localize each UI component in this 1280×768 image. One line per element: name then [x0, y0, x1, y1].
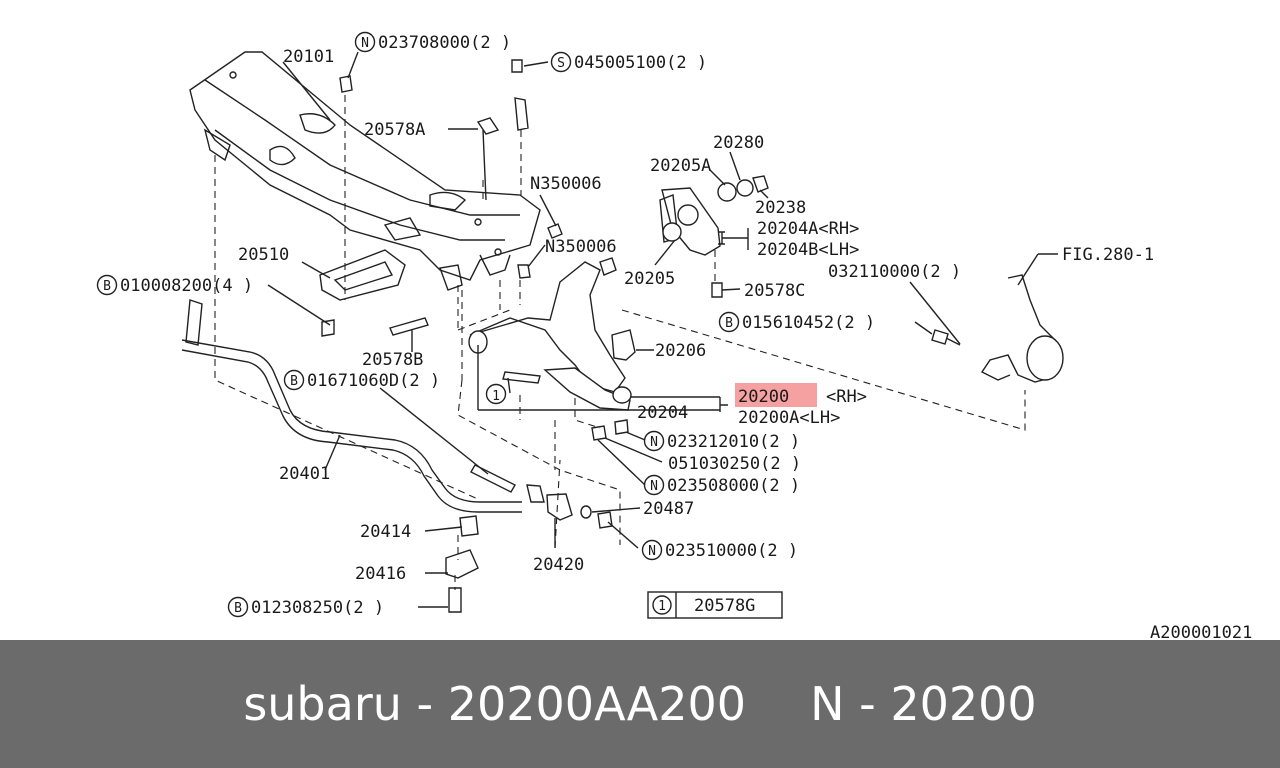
label-20510: 20510: [238, 245, 289, 265]
lower-arm-20200: [468, 257, 632, 411]
diagram-code: A200001021: [1150, 623, 1252, 640]
badge-letter: N: [650, 479, 658, 494]
stabilizer-20401: [181, 299, 522, 513]
badge-n-023212010: [643, 430, 665, 452]
label-012308250: 012308250(2 ): [251, 598, 384, 618]
label-20238: 20238: [755, 198, 806, 218]
label-20206: 20206: [655, 341, 706, 361]
badge-letter: N: [648, 544, 656, 559]
badge-letter: N: [361, 36, 369, 51]
label-N350006-1: N350006: [530, 174, 602, 194]
label-20200-rh: <RH>: [826, 387, 867, 407]
label-20487: 20487: [643, 499, 694, 519]
highlight-20200: [735, 383, 817, 407]
parts-diagram: N S B B B N N N B 1 20101 023708000(2 ) …: [96, 31, 1252, 640]
label-20578A: 20578A: [364, 120, 425, 140]
legend-box: [647, 591, 783, 619]
label-023708000: 023708000(2 ): [378, 33, 511, 53]
label-20101: 20101: [283, 47, 334, 67]
badge-n-023510000: [641, 539, 663, 561]
badge-letter: B: [290, 374, 298, 389]
crossmember-20101: [189, 51, 541, 291]
label-010008200: 010008200(4 ): [120, 276, 253, 296]
label-20200: 20200: [738, 387, 789, 407]
footer-bar: subaru - 20200AA200 N - 20200: [0, 640, 1280, 768]
dashed-leaders: [214, 95, 1026, 590]
badge-n-023508000: [643, 474, 665, 496]
legend-num: 1: [658, 599, 666, 614]
badges: [96, 31, 740, 618]
label-015610452: 015610452(2 ): [742, 313, 875, 333]
label-20204A: 20204A<RH>: [757, 219, 859, 239]
label-20414: 20414: [360, 522, 411, 542]
badge-letters: N S B B B N N N B 1: [103, 36, 733, 616]
badge-letter: B: [725, 316, 733, 331]
label-20200A: 20200A<LH>: [738, 408, 840, 428]
callout-1-circle: [485, 383, 507, 405]
label-fig280: FIG.280-1: [1062, 245, 1154, 265]
label-023212010: 023212010(2 ): [667, 432, 800, 452]
badge-n-023708000: [354, 31, 376, 53]
badge-b-01671060D: [283, 369, 305, 391]
label-20578B: 20578B: [362, 350, 423, 370]
knuckle-fig280: [931, 274, 1064, 383]
badge-letter: N: [650, 435, 658, 450]
label-01671060D: 01671060D(2 ): [307, 371, 440, 391]
label-20280: 20280: [713, 133, 764, 153]
label-20401: 20401: [279, 464, 330, 484]
label-N350006-2: N350006: [545, 237, 617, 257]
badge-b-015610452: [718, 311, 740, 333]
badge-letter: S: [557, 56, 565, 71]
footer-part-number: subaru - 20200AA200: [243, 677, 747, 731]
badge-b-010008200: [96, 274, 118, 296]
label-20204: 20204: [637, 403, 688, 423]
label-20416: 20416: [355, 564, 406, 584]
legend-part: 20578G: [694, 596, 755, 616]
callout-1-text: 1: [492, 389, 500, 404]
badge-s-045005100: [550, 51, 572, 73]
badge-b-012308250: [227, 596, 249, 618]
badge-letter: B: [103, 279, 111, 294]
footer-reference: N - 20200: [810, 677, 1037, 731]
bushing-20204: [659, 175, 769, 256]
label-20420: 20420: [533, 555, 584, 575]
label-20578C: 20578C: [744, 281, 805, 301]
label-032110000: 032110000(2 ): [828, 262, 961, 282]
label-045005100: 045005100(2 ): [574, 53, 707, 73]
fasteners: [321, 59, 723, 613]
balljoint-20206: [611, 329, 636, 361]
label-20205A: 20205A: [650, 156, 711, 176]
label-20204B: 20204B<LH>: [757, 240, 859, 260]
label-023510000: 023510000(2 ): [665, 541, 798, 561]
label-20205: 20205: [624, 269, 675, 289]
label-051030250: 051030250(2 ): [668, 454, 801, 474]
label-023508000: 023508000(2 ): [667, 476, 800, 496]
badge-letter: B: [234, 601, 242, 616]
leader-lines: [267, 51, 1058, 608]
